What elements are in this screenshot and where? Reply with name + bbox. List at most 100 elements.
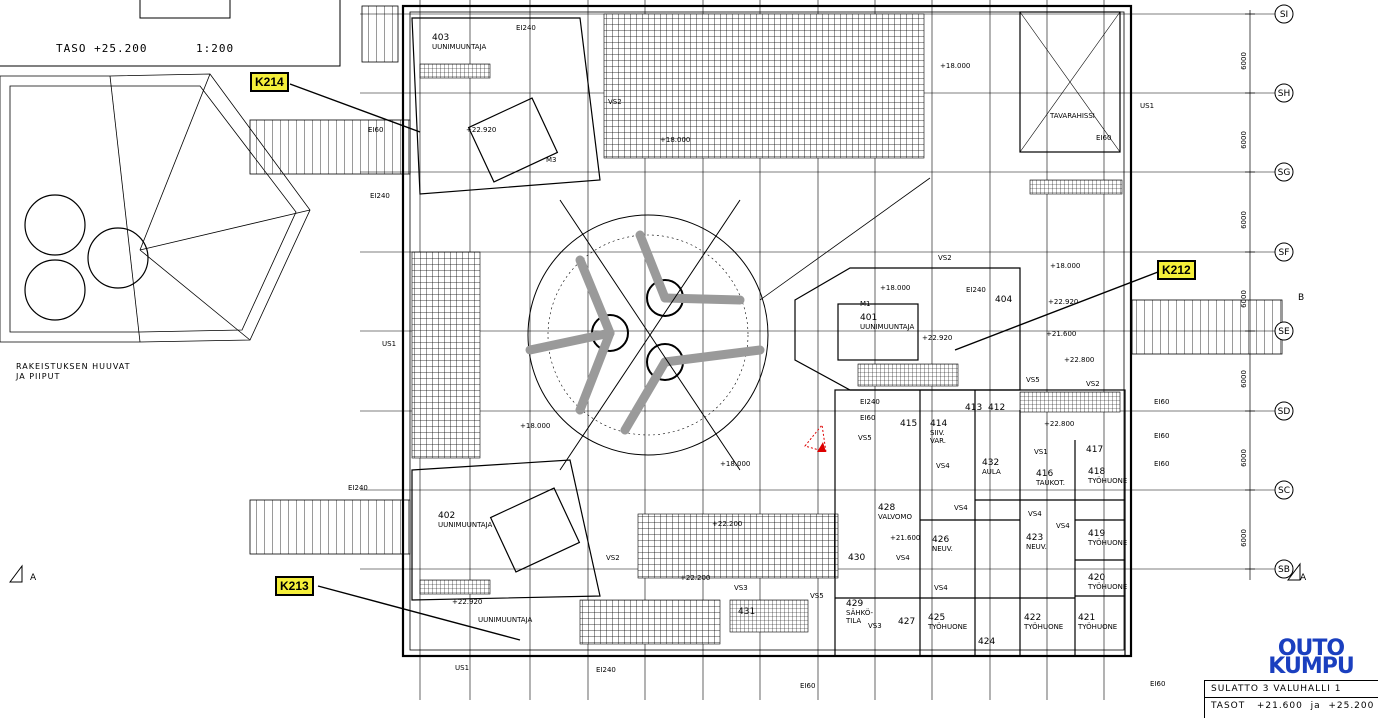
label-ei60-e: EI60 [1154, 460, 1169, 468]
room-431-number: 431 [738, 607, 755, 617]
grid-axis-sh: SH [1278, 89, 1290, 99]
transformer-rooms [411, 17, 1021, 601]
level-title: TASO +25.200 [56, 42, 148, 55]
room-423-name: NEUV. [1026, 543, 1047, 551]
label-ei60-b: EI60 [1096, 134, 1111, 142]
drawing-scale: 1:200 [196, 42, 235, 55]
room-429-name: TILA [845, 617, 861, 625]
label-vs2-c: VS2 [606, 554, 620, 562]
dimension-1: 6000 [1240, 131, 1248, 149]
room-425-name: TYÖHUONE [927, 622, 967, 631]
room-419-name: TYÖHUONE [1087, 538, 1127, 547]
room-430-number: 430 [848, 553, 865, 563]
label-vs3-a: VS3 [734, 584, 748, 592]
label-vs2-b: VS2 [938, 254, 952, 262]
level-mark-14: +22.200 [680, 574, 710, 582]
label-vs4-e: VS4 [896, 554, 910, 562]
section-mark-a-left-label: A [30, 573, 37, 583]
dimension-0: 6000 [1240, 52, 1248, 70]
room-402-name: UUNIMUUNTAJA [438, 521, 493, 529]
label-vs1: VS1 [1034, 448, 1048, 456]
label-ei240-f: EI240 [860, 398, 880, 406]
title-block-levels: TASOT +21.600 ja +25.200 [1211, 701, 1375, 711]
dimension-2: 6000 [1240, 211, 1248, 229]
room-420-name: TYÖHUONE [1087, 582, 1127, 591]
room-412-number: 412 [988, 403, 1005, 413]
level-mark-11: +21.600 [890, 534, 920, 542]
title-block: SULATTO 3 VALUHALLI 1 TASOT +21.600 ja +… [1204, 680, 1378, 718]
label-m3: M3 [546, 156, 557, 164]
level-mark-13: +22.920 [452, 598, 482, 606]
grid-axis-se: SE [1278, 327, 1290, 337]
warning-triangle-icon [804, 423, 827, 453]
grid-bubbles [1274, 4, 1294, 579]
room-401-number: 401 [860, 313, 877, 323]
room-424-number: 424 [978, 637, 995, 647]
grid-axis-si: SI [1280, 10, 1288, 20]
label-ei240-a: EI240 [516, 24, 536, 32]
label-vs5-b: VS5 [1026, 376, 1040, 384]
label-tavarahissi: TAVARAHISSI [1049, 112, 1095, 120]
room-426-number: 426 [932, 535, 949, 545]
label-ei240-b: EI240 [370, 192, 390, 200]
tag-k212[interactable]: K212 [1157, 260, 1196, 280]
grating-areas [411, 13, 1123, 645]
room-404-number: 404 [995, 295, 1012, 305]
room-423-number: 423 [1026, 533, 1043, 543]
grid-axis-sc: SC [1278, 486, 1290, 496]
label-ei60-d: EI60 [1154, 432, 1169, 440]
room-417-number: 417 [1086, 445, 1103, 455]
section-mark-a-right-label: A [1300, 573, 1307, 583]
room-425-number: 425 [928, 613, 945, 623]
outokumpu-logo: OUTO KUMPU [1256, 638, 1366, 679]
label-m1: M1 [860, 300, 871, 308]
dimension-3: 6000 [1240, 290, 1248, 308]
room-427-number: 427 [898, 617, 915, 627]
room-413-number: 413 [965, 403, 982, 413]
section-mark-a-left [9, 564, 23, 583]
furnace-roof [525, 177, 931, 471]
room-414-number: 414 [930, 419, 947, 429]
logo-line-2: KUMPU [1268, 654, 1354, 679]
tag-k213[interactable]: K213 [275, 576, 314, 596]
conveyors [249, 5, 1283, 555]
room-422-number: 422 [1024, 613, 1041, 623]
label-vs2-a: VS2 [608, 98, 622, 106]
section-mark-b-right-label: B [1298, 293, 1304, 303]
label-ei240-d: EI240 [348, 484, 368, 492]
label-ei240-e: EI240 [596, 666, 616, 674]
room-432-name: AULA [982, 468, 1001, 476]
label-vs3-b: VS3 [868, 622, 882, 630]
level-mark-7: +22.920 [922, 334, 952, 342]
room-415-number: 415 [900, 419, 917, 429]
grid-axis-sf: SF [1279, 248, 1290, 258]
label-ei60-c: EI60 [1154, 398, 1169, 406]
label-vs5-c: VS5 [810, 592, 824, 600]
room-414-name: VAR. [930, 437, 946, 445]
label-ei240-c: EI240 [966, 286, 986, 294]
room-422-name: TYÖHUONE [1023, 622, 1063, 631]
tag-leaders [289, 83, 1159, 641]
room-421-name: TYÖHUONE [1077, 622, 1117, 631]
title-frame [0, 0, 341, 67]
room-418-name: TYÖHUONE [1087, 476, 1127, 485]
room-403-name: UUNIMUUNTAJA [432, 43, 487, 51]
room-428-name: VALVOMO [878, 513, 912, 521]
room-426-name: NEUV. [932, 545, 953, 553]
room-429-number: 429 [846, 599, 863, 609]
room-403-number: 403 [432, 33, 449, 43]
label-vs4-c: VS4 [1028, 510, 1042, 518]
tag-k214[interactable]: K214 [250, 72, 289, 92]
section-mark-a-right [1287, 562, 1301, 581]
label-vs4-d: VS4 [1056, 522, 1070, 530]
room-402-number: 402 [438, 511, 455, 521]
level-mark-10: +22.200 [712, 520, 742, 528]
room-416-name: TAUKOT. [1035, 479, 1065, 487]
room-421-number: 421 [1078, 613, 1095, 623]
grid-axis-sb: SB [1278, 565, 1290, 575]
dimension-4: 6000 [1240, 370, 1248, 388]
level-mark-0: +18.000 [940, 62, 970, 70]
label-vs5-a: VS5 [858, 434, 872, 442]
label-us1-a: US1 [1140, 102, 1154, 110]
